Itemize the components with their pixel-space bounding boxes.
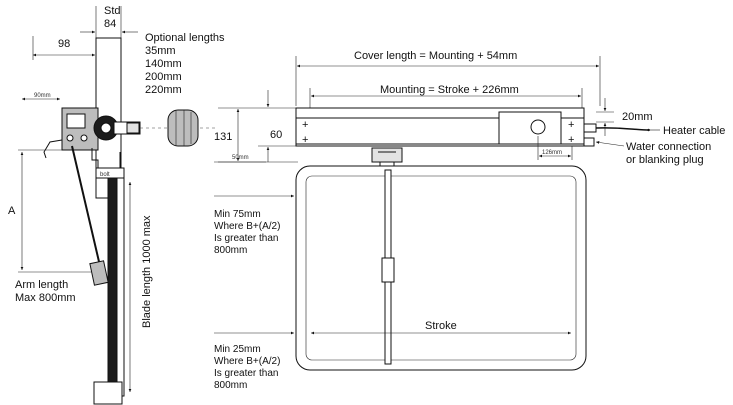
heater-cable-label: Heater cable	[663, 125, 725, 137]
dim-98-label: 98	[58, 38, 70, 50]
min75-line-3: Is greater than	[214, 233, 278, 244]
optional-lengths-title: Optional lengths	[145, 32, 225, 44]
drive-hub	[100, 122, 112, 134]
clamp-label: bolt	[100, 172, 110, 178]
cover-length-label: Cover length = Mounting + 54mm	[354, 50, 517, 62]
optional-length-2: 140mm	[145, 58, 182, 70]
heater-cable-line	[595, 127, 651, 131]
dim-131-label: 131	[214, 131, 232, 143]
min25-line-4: 800mm	[214, 380, 247, 391]
optional-length-4: 220mm	[145, 84, 182, 96]
shaft-collar	[126, 122, 140, 134]
min25-line-3: Is greater than	[214, 368, 278, 379]
optional-length-3: 200mm	[145, 71, 182, 83]
motor-window	[66, 113, 86, 129]
min75-line-1: Min 75mm	[214, 209, 261, 220]
cable-gland	[583, 123, 597, 133]
window-outer	[295, 165, 587, 371]
dim-a-label: A	[8, 205, 16, 217]
water-connection-label: Water connection	[626, 141, 711, 153]
motor-bolt-1	[66, 134, 74, 142]
dim-126-label: 126mm	[542, 150, 562, 156]
arm-length-label: Arm length	[15, 279, 68, 291]
side-view: Std 84 98 Optional lengths 35mm 140mm 20…	[8, 5, 225, 405]
dim-20-label: 20mm	[622, 111, 653, 123]
motor-bolt-2	[80, 134, 88, 142]
access-panel	[498, 111, 562, 145]
arm-length-max: Max 800mm	[15, 292, 76, 304]
wiper-arm	[71, 145, 101, 267]
min25-line-2: Where B+(A/2)	[214, 356, 280, 367]
min75-line-2: Where B+(A/2)	[214, 221, 280, 232]
fixing-mark-3: +	[568, 119, 574, 131]
front-blade-carrier	[381, 257, 395, 283]
front-view: Cover length = Mounting + 54mm Mounting …	[214, 50, 725, 391]
min25-line-1: Min 25mm	[214, 344, 261, 355]
fixing-mark-1: +	[302, 119, 308, 131]
optional-adaptor	[167, 109, 199, 147]
std-value: 84	[104, 18, 116, 30]
mounting-label: Mounting = Stroke + 226mm	[380, 84, 519, 96]
dim-90-label: 90mm	[34, 93, 51, 99]
wiper-blade	[107, 177, 118, 397]
motor-hook	[43, 139, 63, 159]
access-port	[530, 119, 546, 135]
water-connection-label-2: or blanking plug	[626, 154, 704, 166]
dim-50-label: 50mm	[232, 155, 249, 161]
arm-counterweight	[89, 260, 109, 286]
dim-60-label: 60	[270, 129, 282, 141]
blade-length-label: Blade length 1000 max	[141, 215, 153, 328]
fixing-mark-4: +	[568, 134, 574, 146]
window-inner	[305, 175, 577, 361]
std-label: Std	[104, 5, 121, 17]
water-fitting	[583, 137, 595, 147]
drive-hub-block	[371, 147, 403, 163]
blade-edge	[116, 177, 125, 397]
stroke-label: Stroke	[425, 320, 457, 332]
water-arrow	[595, 141, 625, 147]
min75-line-4: 800mm	[214, 245, 247, 256]
blade-foot	[93, 381, 123, 405]
fixing-mark-2: +	[302, 134, 308, 146]
optional-length-1: 35mm	[145, 45, 176, 57]
